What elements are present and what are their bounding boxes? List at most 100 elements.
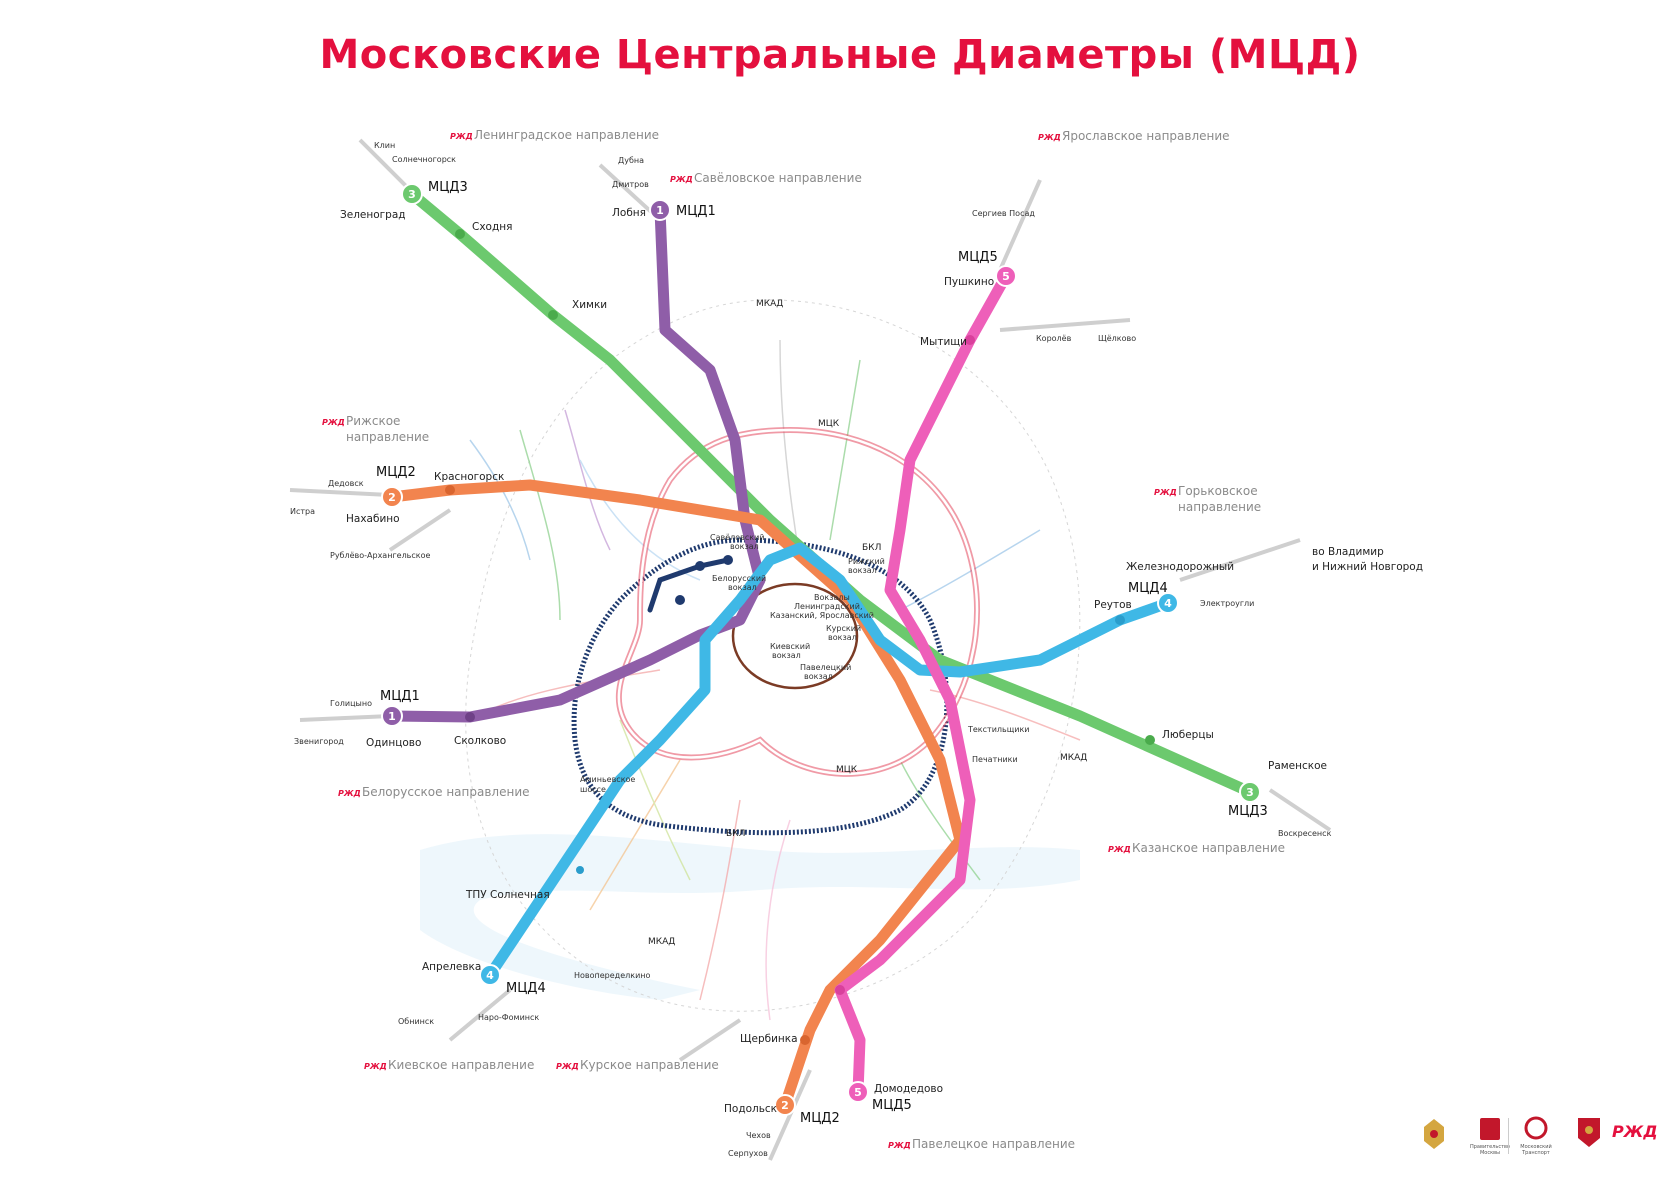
line-label-mcd5-s: МЦД5 — [872, 1098, 912, 1113]
station-vladimir-1: во Владимир — [1312, 546, 1384, 558]
svg-text:вокзал: вокзал — [772, 651, 801, 660]
station-naro-fominsk: Наро-Фоминск — [478, 1013, 539, 1022]
svg-text:РЖД: РЖД — [556, 1062, 579, 1071]
station-istra: Истра — [290, 507, 315, 516]
station-lobnya: Лобня — [612, 207, 646, 219]
dir-paveletsk: РЖД Павелецкое направление — [888, 1137, 1075, 1151]
station-domodedovo: Домодедово — [874, 1083, 943, 1095]
svg-text:Павелецкий: Павелецкий — [800, 663, 851, 672]
svg-text:вокзал: вокзал — [848, 566, 877, 575]
svg-text:вокзал: вокзал — [828, 633, 857, 642]
svg-text:Киевское направление: Киевское направление — [388, 1058, 534, 1072]
badge-mcd5-n[interactable]: 5 — [995, 265, 1017, 287]
badge-mcd1-s[interactable]: 1 — [381, 705, 403, 727]
label-mck-top: МЦК — [818, 419, 840, 429]
svg-text:Курский: Курский — [826, 624, 861, 633]
svg-text:направление: направление — [346, 430, 429, 444]
svg-text:РЖД: РЖД — [1154, 488, 1177, 497]
svg-text:РЖД: РЖД — [338, 789, 361, 798]
station-nakhabino: Нахабино — [346, 513, 400, 525]
station-aminyevskoe-2: шоссе — [580, 785, 606, 794]
moscow-oblast-emblem-icon — [1578, 1118, 1600, 1147]
river-area — [420, 834, 1080, 1000]
badge-mcd2-w[interactable]: 2 — [381, 486, 403, 508]
svg-text:РЖД: РЖД — [450, 132, 473, 141]
dir-riga: РЖД Рижское направление — [322, 414, 429, 444]
station-zelenograd: Зеленоград — [340, 209, 406, 221]
svg-text:Ярославское направление: Ярославское направление — [1062, 129, 1230, 143]
svg-text:РЖД: РЖД — [1038, 133, 1061, 142]
station-zheleznodorozhny: Железнодорожный — [1126, 561, 1234, 573]
badge-mcd1-n[interactable]: 1 — [649, 199, 671, 221]
line-label-mcd5: МЦД5 — [958, 250, 998, 265]
svg-text:Савёловское направление: Савёловское направление — [694, 171, 862, 185]
station-pushkino: Пушкино — [944, 276, 994, 288]
badge-mcd2-s[interactable]: 2 — [774, 1094, 796, 1116]
station-podolsk: Подольск — [724, 1103, 777, 1115]
badge-mcd3-se[interactable]: 3 — [1239, 781, 1261, 803]
dir-gorky: РЖД Горьковское направление — [1154, 484, 1261, 514]
rzd-logo: РЖД — [1612, 1122, 1658, 1141]
dir-yaroslavl: РЖД Ярославское направление — [1038, 129, 1230, 143]
station-novoperedelkino: Новопеределкино — [574, 971, 651, 980]
badge-mcd4-e[interactable]: 4 — [1157, 592, 1179, 614]
station-dmitrov: Дмитров — [612, 180, 649, 189]
station-dedovsk: Дедовск — [328, 479, 364, 488]
svg-text:Павелецкое направление: Павелецкое направление — [912, 1137, 1075, 1151]
station-reutov: Реутов — [1094, 599, 1132, 611]
map-title: Московские Центральные Диаметры (МЦД) — [319, 32, 1361, 78]
svg-text:вокзал: вокзал — [728, 583, 757, 592]
mcd1-line — [386, 204, 766, 723]
station-obninsk: Обнинск — [398, 1017, 434, 1026]
svg-text:Рижский: Рижский — [848, 557, 885, 566]
badge-mcd3-nw[interactable]: 3 — [401, 183, 423, 205]
svg-text:2: 2 — [781, 1099, 789, 1112]
station-skolkovo: Сколково — [454, 735, 506, 747]
line-label-mcd2: МЦД2 — [376, 465, 416, 480]
svg-text:направление: направление — [1178, 500, 1261, 514]
svg-text:Ленинградский,: Ленинградский, — [794, 602, 862, 611]
svg-text:1: 1 — [388, 710, 396, 723]
station-odintsovo: Одинцово — [366, 737, 421, 749]
svg-text:Казанское направление: Казанское направление — [1132, 841, 1285, 855]
line-label-mcd1-s: МЦД1 — [380, 689, 420, 704]
svg-text:Рижское: Рижское — [346, 414, 400, 428]
label-mkad-right: МКАД — [1060, 753, 1087, 763]
svg-text:вокзал: вокзал — [730, 542, 759, 551]
badge-mcd5-s[interactable]: 5 — [847, 1081, 869, 1103]
station-shchelkovo: Щёлково — [1098, 334, 1136, 343]
badge-mcd4-sw[interactable]: 4 — [479, 964, 501, 986]
svg-text:РЖД: РЖД — [888, 1141, 911, 1150]
station-elektrougli: Электроугли — [1200, 599, 1254, 608]
station-korolev: Королёв — [1036, 334, 1072, 343]
svg-text:Белорусский: Белорусский — [712, 574, 766, 583]
station-mytishchi: Мытищи — [920, 336, 967, 348]
dir-kiev: РЖД Киевское направление — [364, 1058, 534, 1072]
terminal-labels: Савёловский вокзал Рижский вокзал Белору… — [710, 533, 885, 681]
svg-text:Киевский: Киевский — [770, 642, 810, 651]
label-mkad-bottom: МКАД — [648, 937, 675, 947]
svg-text:вокзал: вокзал — [804, 672, 833, 681]
station-sergiev-posad: Сергиев Посад — [972, 209, 1035, 218]
station-serpukhov: Серпухов — [728, 1149, 768, 1158]
station-golitsyno: Голицыно — [330, 699, 372, 708]
svg-text:Москвы: Москвы — [1480, 1150, 1500, 1156]
dir-kursk: РЖД Курское направление — [556, 1058, 719, 1072]
station-dubna: Дубна — [618, 156, 644, 165]
mcd2-line — [386, 479, 966, 1111]
svg-text:РЖД: РЖД — [322, 418, 345, 427]
moscow-gov-logo: Правительство Москвы — [1470, 1118, 1510, 1156]
dir-leningrad: РЖД Ленинградское направление — [450, 128, 659, 142]
svg-text:Савёловский: Савёловский — [710, 533, 764, 542]
svg-text:4: 4 — [1164, 597, 1172, 610]
moscow-transport-logo: Московский Транспорт — [1520, 1116, 1552, 1156]
label-bkl-bottom: БКЛ — [726, 829, 745, 839]
station-klin: Клин — [374, 141, 395, 150]
mcd5-line — [834, 270, 1012, 1098]
svg-text:Ленинградское направление: Ленинградское направление — [474, 128, 659, 142]
svg-text:3: 3 — [1246, 786, 1254, 799]
svg-text:5: 5 — [1002, 270, 1010, 283]
dir-savelovo: РЖД Савёловское направление — [670, 171, 862, 185]
svg-text:2: 2 — [388, 491, 396, 504]
